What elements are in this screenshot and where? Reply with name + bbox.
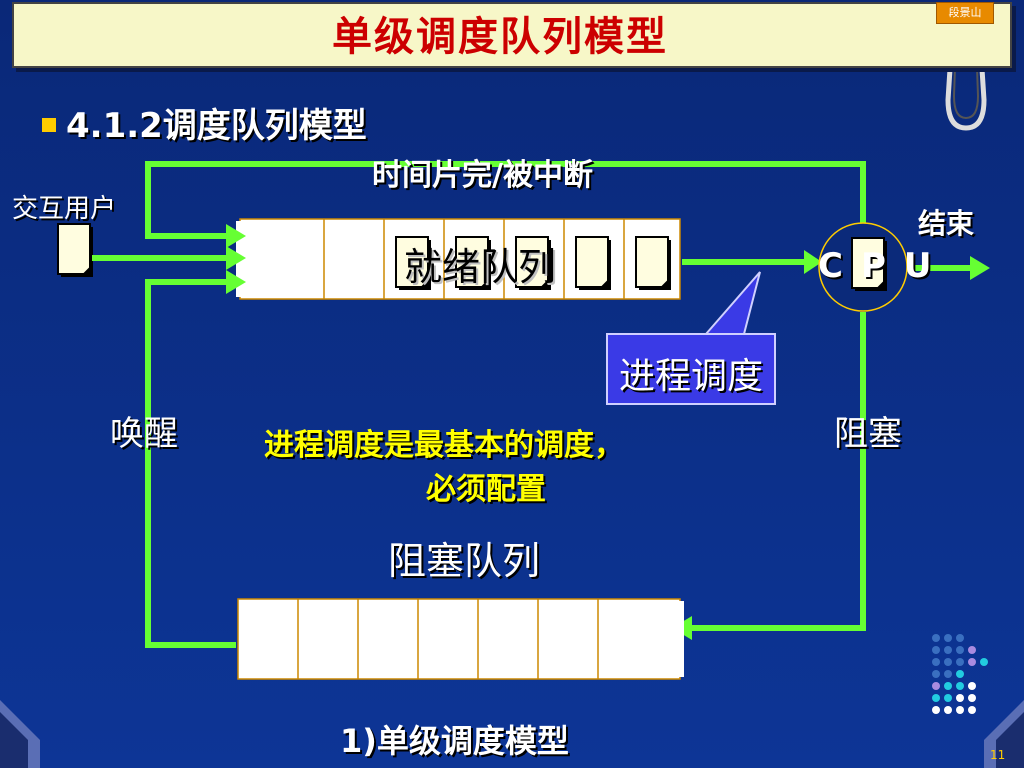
diagram-caption: 1)单级调度模型	[340, 722, 569, 760]
blocked-queue-label: 阻塞队列	[388, 539, 541, 583]
blocked-queue-open-end	[676, 601, 684, 677]
author-badge: 段景山	[936, 2, 994, 24]
callout-box	[606, 333, 776, 405]
cpu-process-document-icon	[851, 237, 887, 291]
timeslice-label: 时间片完/被中断	[372, 158, 593, 193]
end-label: 结束	[918, 207, 975, 240]
interactive-user-document-icon	[57, 223, 93, 277]
flow-arrowheads	[226, 224, 990, 640]
flow-lines	[92, 161, 972, 648]
wakeup-label: 唤醒	[110, 414, 178, 454]
bullet-icon	[42, 118, 56, 132]
note-line-2: 必须配置	[426, 472, 546, 507]
section-heading: 4.1.2调度队列模型	[66, 106, 367, 146]
title-bar	[12, 2, 1012, 68]
callout-label: 进程调度	[618, 356, 763, 397]
cpu-label: CPU	[818, 246, 950, 286]
blocked-queue	[237, 598, 681, 680]
note-line-1: 进程调度是最基本的调度，	[264, 428, 624, 463]
corner-decoration-left	[0, 700, 40, 768]
block-label: 阻塞	[834, 414, 902, 454]
page-number: 11	[990, 748, 1006, 762]
process-document-icons	[395, 236, 671, 290]
interactive-user-label: 交互用户	[12, 194, 117, 224]
dot-grid-decoration	[932, 634, 988, 714]
ready-queue-label: 就绪队列	[404, 245, 557, 289]
corner-decoration-right	[984, 700, 1024, 768]
slide-title: 单级调度队列模型	[332, 14, 668, 60]
